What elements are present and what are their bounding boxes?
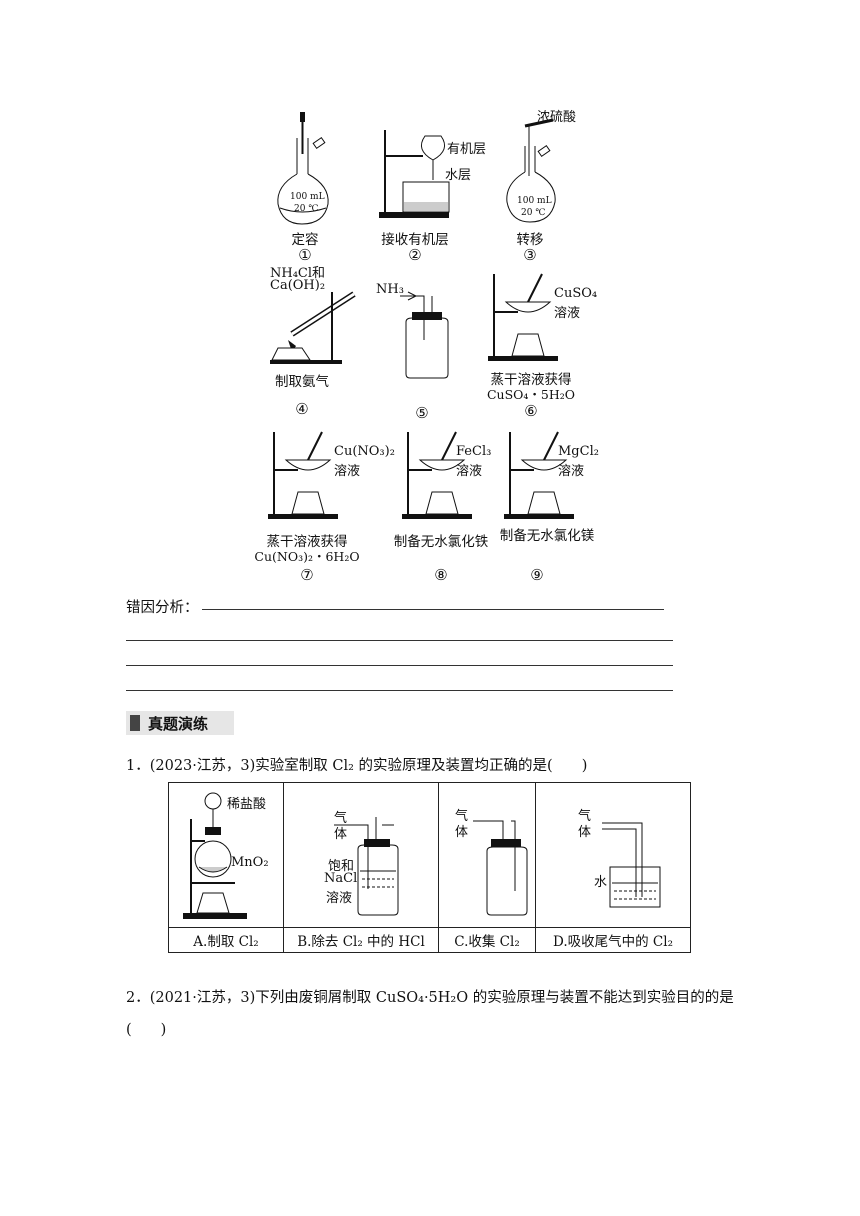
flask-volume-label: 100 mL — [517, 196, 552, 206]
gas-bottle-illustration — [400, 291, 449, 379]
solution-label-1: 饱和 — [328, 859, 355, 874]
figure-caption-1: 蒸干溶液获得 — [266, 534, 348, 550]
figure-number: ⑨ — [530, 566, 544, 584]
evaporation-setup-illustration — [488, 273, 558, 361]
figure-6: CuSO₄ 溶液 蒸干溶液获得 CuSO₄・5H₂O ⑥ — [482, 272, 602, 422]
washing-bottle-illustration — [334, 817, 399, 916]
label-conc-sulfuric-acid: 浓硫酸 — [537, 110, 577, 125]
solution-label-2: NaCl — [324, 871, 358, 886]
gas-label-2: 体 — [578, 825, 592, 840]
gas-label-1: 气 — [334, 811, 348, 826]
figure-caption: 制取氨气 — [275, 374, 329, 390]
reagent-label-1: NH₄Cl和 — [270, 266, 326, 281]
evaporation-setup-illustration — [402, 431, 472, 519]
figure-2: 有机层 水层 接收有机层 ② — [375, 128, 505, 264]
answer-line — [126, 640, 673, 641]
answer-line — [126, 690, 673, 691]
reagent-label-2: Ca(OH)₂ — [270, 278, 326, 293]
figure-number: ② — [408, 246, 422, 264]
gas-label-2: 体 — [334, 827, 348, 842]
figure-caption-1: 蒸干溶液获得 — [490, 372, 572, 388]
figure-caption: 转移 — [516, 232, 544, 248]
solution-label-2: 溶液 — [558, 464, 585, 479]
solution-label-2: 溶液 — [456, 464, 483, 479]
chlorine-generator-illustration — [183, 792, 247, 919]
option-c-image: 气 体 — [438, 782, 536, 928]
transfer-flask-illustration — [506, 118, 556, 223]
figure-number: ① — [298, 246, 312, 264]
section-title: 真题演练 — [148, 715, 209, 733]
figure-number: ⑥ — [524, 402, 538, 420]
flask-temp-label: 20 ℃ — [521, 208, 546, 218]
figure-caption-2: CuSO₄・5H₂O — [486, 387, 576, 402]
figure-number: ⑦ — [300, 566, 314, 584]
figure-caption: 接收有机层 — [381, 232, 449, 248]
separatory-funnel-illustration — [379, 130, 450, 218]
gas-label-1: 气 — [578, 809, 592, 824]
figure-4: NH₄Cl和 Ca(OH)₂ 制取氨气 ④ — [262, 262, 372, 422]
option-d-caption: D.吸收尾气中的 Cl₂ — [535, 927, 691, 953]
reagent-label-1: 稀盐酸 — [227, 797, 267, 812]
volumetric-flask-dropper-illustration — [277, 112, 329, 225]
figure-number: ⑧ — [434, 566, 448, 584]
option-b-image: 气 体 饱和 NaCl 溶液 — [283, 782, 439, 928]
solution-label-1: CuSO₄ — [554, 286, 598, 301]
answer-line — [126, 665, 673, 666]
solution-label-1: Cu(NO₃)₂ — [334, 444, 395, 459]
figure-caption: 制备无水氯化铁 — [393, 534, 489, 550]
question-1-options-table: 稀盐酸 MnO₂ 气 体 饱和 NaCl 溶液 — [168, 782, 691, 953]
solution-label-3: 溶液 — [326, 891, 353, 906]
label-aqueous-layer: 水层 — [445, 168, 472, 183]
figure-5: NH₃ ⑤ — [372, 280, 472, 422]
answer-line — [202, 609, 664, 610]
figure-caption: 定容 — [291, 232, 319, 248]
water-label: 水 — [594, 875, 608, 890]
gas-label-2: 体 — [455, 825, 469, 840]
option-c-caption: C.收集 Cl₂ — [438, 927, 536, 953]
section-marker-icon — [130, 715, 140, 731]
option-b-caption: B.除去 Cl₂ 中的 HCl — [283, 927, 439, 953]
evaporation-setup-illustration — [504, 431, 574, 519]
question-2-blank: ( ) — [126, 1022, 167, 1038]
ammonia-apparatus-illustration — [270, 291, 356, 364]
solution-label-1: FeCl₃ — [456, 444, 492, 459]
option-a-caption: A.制取 Cl₂ — [168, 927, 284, 953]
figure-caption: 制备无水氯化镁 — [499, 528, 595, 544]
solution-label-2: 溶液 — [554, 306, 581, 321]
figure-7: Cu(NO₃)₂ 溶液 蒸干溶液获得 Cu(NO₃)₂・6H₂O ⑦ — [254, 430, 395, 585]
figure-9: MgCl₂ 溶液 制备无水氯化镁 ⑨ — [498, 430, 608, 585]
error-analysis-label: 错因分析： — [126, 600, 199, 616]
label-organic-layer: 有机层 — [447, 142, 487, 157]
figure-caption-2: Cu(NO₃)₂・6H₂O — [254, 549, 360, 564]
figure-number: ⑤ — [415, 404, 429, 422]
figure-number: ④ — [295, 400, 309, 418]
figure-number: ③ — [523, 246, 537, 264]
solution-label-1: MgCl₂ — [558, 444, 599, 459]
question-2-text: 2．(2021·江苏，3)下列由废铜屑制取 CuSO₄·5H₂O 的实验原理与装… — [126, 990, 734, 1006]
absorption-beaker-illustration — [602, 822, 661, 908]
section-header: 真题演练 — [126, 711, 234, 735]
figure-1: 100 mL 20 ℃ 定容 ① — [270, 108, 340, 264]
gas-label-1: 气 — [455, 809, 469, 824]
reagent-label-2: MnO₂ — [231, 855, 269, 870]
collection-bottle-illustration — [473, 820, 528, 916]
figure-8: FeCl₃ 溶液 制备无水氯化铁 ⑧ — [394, 430, 506, 585]
option-a-image: 稀盐酸 MnO₂ — [168, 782, 284, 928]
evaporation-setup-illustration — [268, 431, 338, 519]
flask-volume-label: 100 mL — [290, 192, 325, 202]
gas-label: NH₃ — [376, 282, 404, 297]
option-d-image: 气 体 水 — [535, 782, 691, 928]
question-1-text: 1．(2023·江苏，3)实验室制取 Cl₂ 的实验原理及装置均正确的是( ) — [126, 758, 588, 774]
solution-label-2: 溶液 — [334, 464, 361, 479]
figure-3: 浓硫酸 100 mL 20 ℃ 转移 ③ — [495, 106, 605, 264]
flask-temp-label: 20 ℃ — [294, 204, 319, 214]
